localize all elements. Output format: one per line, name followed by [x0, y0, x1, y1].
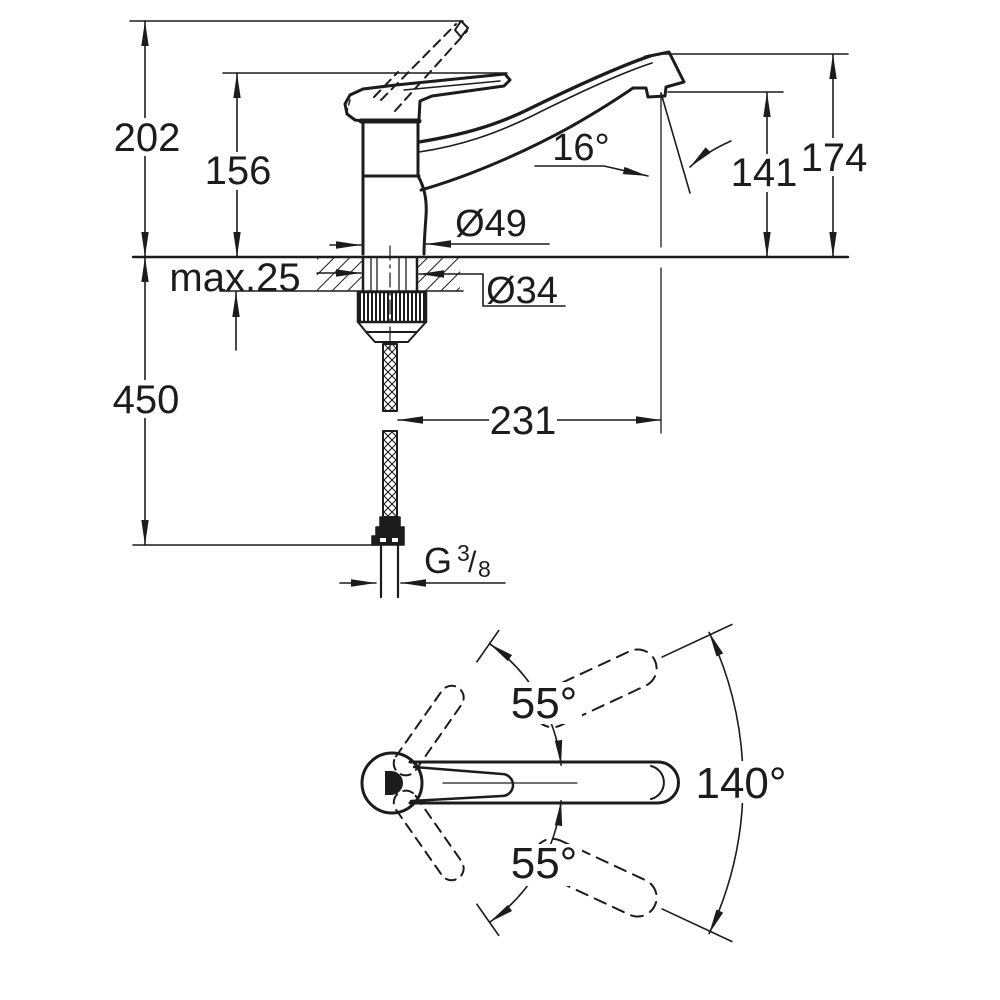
spout-position-lower: [532, 837, 733, 943]
spout-position-upper: [532, 623, 733, 729]
dim-202-label: 202: [114, 116, 181, 160]
faucet-body: [358, 118, 428, 256]
spout: [417, 50, 686, 192]
dim-156-label: 156: [205, 149, 272, 193]
thread-numerator: 3: [457, 540, 470, 566]
angle-55-upper-label: 55°: [511, 679, 578, 728]
dim-dia49-label: Ø49: [455, 203, 527, 245]
thread-prefix: G: [424, 540, 452, 581]
dim-16deg-label: 16°: [552, 127, 609, 169]
deck-hatch-left: [317, 258, 363, 291]
hose-fitting: [379, 516, 401, 528]
top-view: 55° 55° 140°: [360, 623, 790, 943]
dim-450-label: 450: [113, 378, 180, 422]
dim-max25-label: max.25: [169, 256, 300, 300]
dim-34-leader: [418, 270, 566, 307]
outlet-reference-lines: [534, 92, 732, 434]
dim-g38-label: G 3 / 8: [424, 540, 491, 582]
label-backgrounds: [113, 118, 868, 438]
knurled-nut: [359, 292, 425, 323]
connection-pipe: [379, 543, 400, 599]
extension-lines: [129, 20, 849, 546]
top-view-labels: 55° 55° 140°: [511, 679, 787, 888]
angle-55-lower-label: 55°: [511, 839, 578, 888]
handle-ball: [360, 751, 424, 815]
thread-denominator: 8: [478, 556, 491, 582]
flex-hose: [371, 343, 405, 599]
handle-position-lower-near: [392, 789, 500, 937]
handle-top-view: [360, 751, 680, 815]
dim-141-label: 141: [731, 151, 798, 195]
handle-position-upper-near: [392, 629, 500, 777]
handle-ball-slot: [385, 771, 403, 795]
dim-174-label: 174: [801, 136, 868, 180]
spout-outlet-head: [631, 50, 686, 99]
dim-dia34-label: Ø34: [486, 270, 558, 312]
top-view-label-backgrounds: [506, 682, 790, 886]
side-view: 202 156 max.25 450 Ø49 Ø34 16° 141 174 2…: [113, 20, 868, 599]
outlet-angle-line: [660, 92, 691, 194]
side-view-labels: 202 156 max.25 450 Ø49 Ø34 16° 141 174 2…: [113, 116, 868, 582]
handle-slot: [409, 765, 515, 803]
thread-slash: /: [468, 546, 477, 579]
lever-handle: [343, 72, 512, 123]
dim-231-label: 231: [490, 399, 557, 443]
mounting-shank: [356, 245, 428, 351]
lever-handle-raised: [373, 20, 469, 112]
angle-140-label: 140°: [695, 759, 786, 808]
